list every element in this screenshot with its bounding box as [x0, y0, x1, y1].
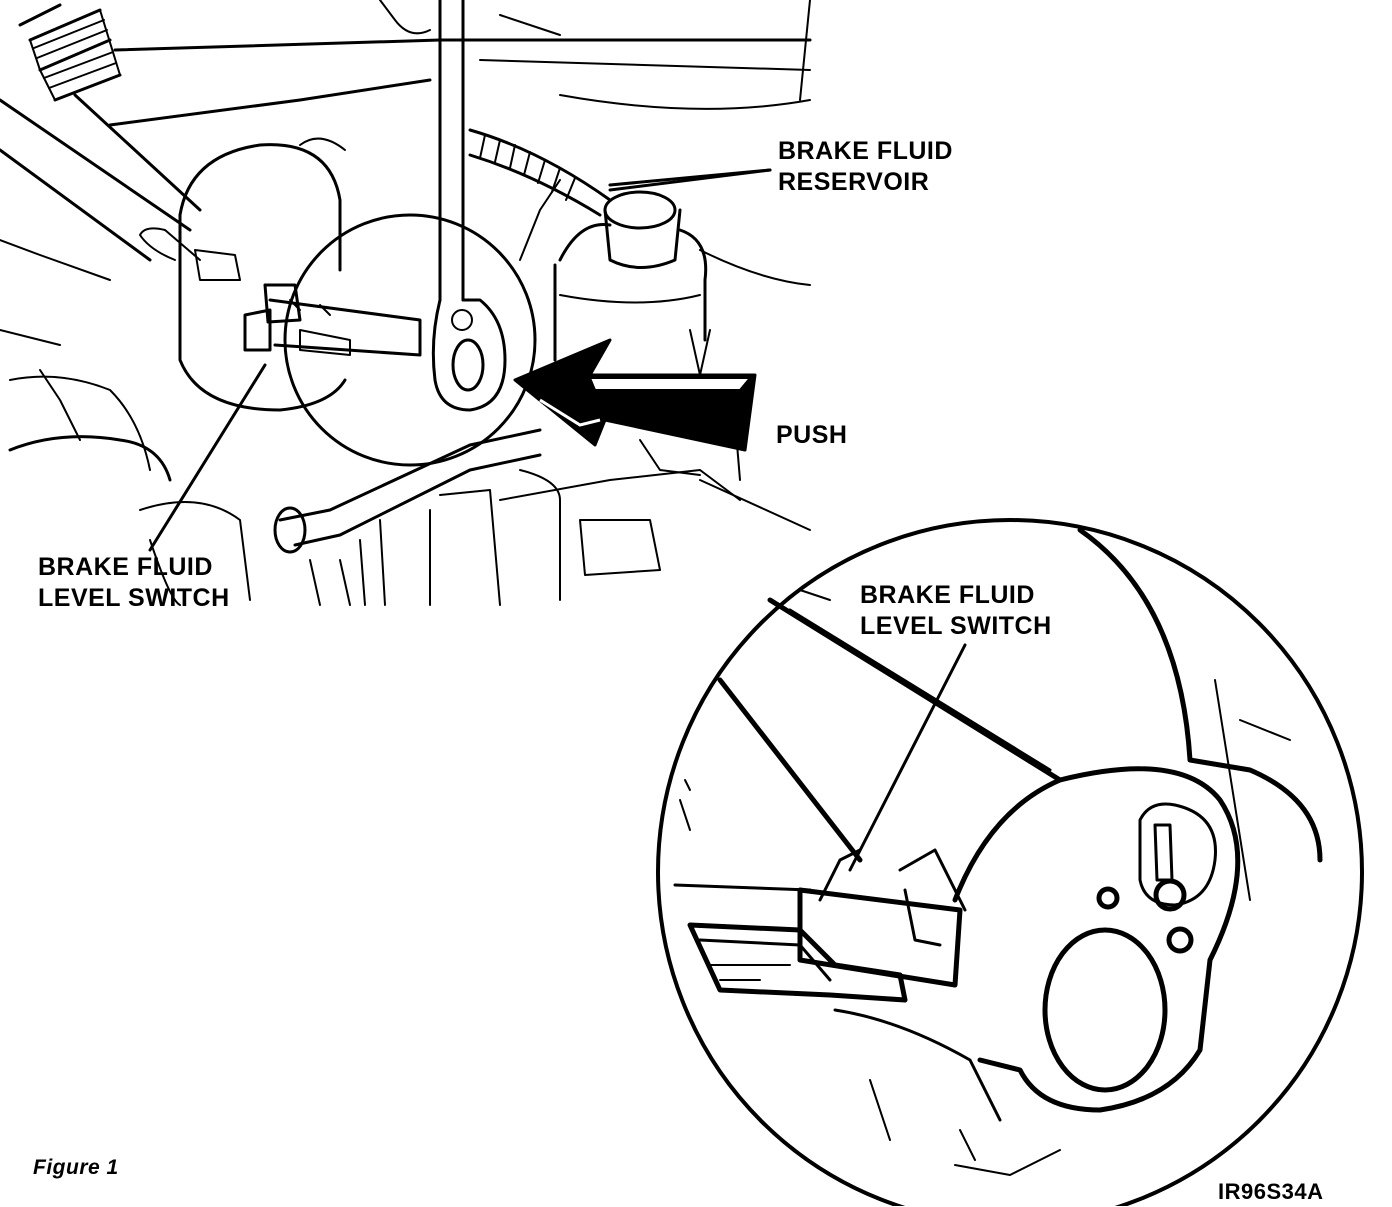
label-reservoir-line2: RESERVOIR — [778, 168, 930, 196]
label-brake-fluid-level-switch-top: BRAKE FLUID LEVEL SWITCH — [38, 552, 230, 614]
mounting-boss — [952, 766, 1241, 1113]
figure-caption: Figure 1 — [33, 1156, 119, 1179]
magnify-circle-large — [656, 518, 1364, 1206]
wiring-harness — [468, 128, 772, 217]
label-reservoir-line1: BRAKE FLUID — [778, 137, 953, 165]
figure-code: IR96S34A — [1218, 1179, 1324, 1204]
level-switch-connector — [243, 283, 422, 357]
switch-connector-detail — [673, 848, 1061, 1176]
leader-switch-top — [148, 363, 267, 552]
tool-handle — [431, 0, 507, 412]
brake-fluid-reservoir — [553, 190, 711, 376]
frame-rail-lower — [0, 148, 152, 262]
leader-reservoir — [608, 168, 772, 187]
label-switch-detail-line1: BRAKE FLUID — [860, 581, 1035, 609]
label-brake-fluid-reservoir: BRAKE FLUID RESERVOIR — [778, 136, 953, 198]
detail-illustration — [656, 518, 1364, 1206]
engine-bay-illustration — [0, 0, 812, 606]
frame-rail-upper — [0, 98, 192, 232]
corrugated-hose — [18, 3, 122, 102]
label-switch-top-line2: LEVEL SWITCH — [38, 584, 230, 612]
reservoir-tank-left — [139, 137, 347, 412]
label-brake-fluid-level-switch-detail: BRAKE FLUID LEVEL SWITCH — [860, 580, 1052, 642]
label-switch-top-line1: BRAKE FLUID — [38, 553, 213, 581]
push-arrow-icon — [513, 338, 757, 452]
label-push: PUSH — [776, 421, 848, 449]
leader-switch-detail — [848, 643, 967, 872]
magnify-circle-small — [283, 213, 537, 467]
label-switch-detail-line2: LEVEL SWITCH — [860, 612, 1052, 640]
